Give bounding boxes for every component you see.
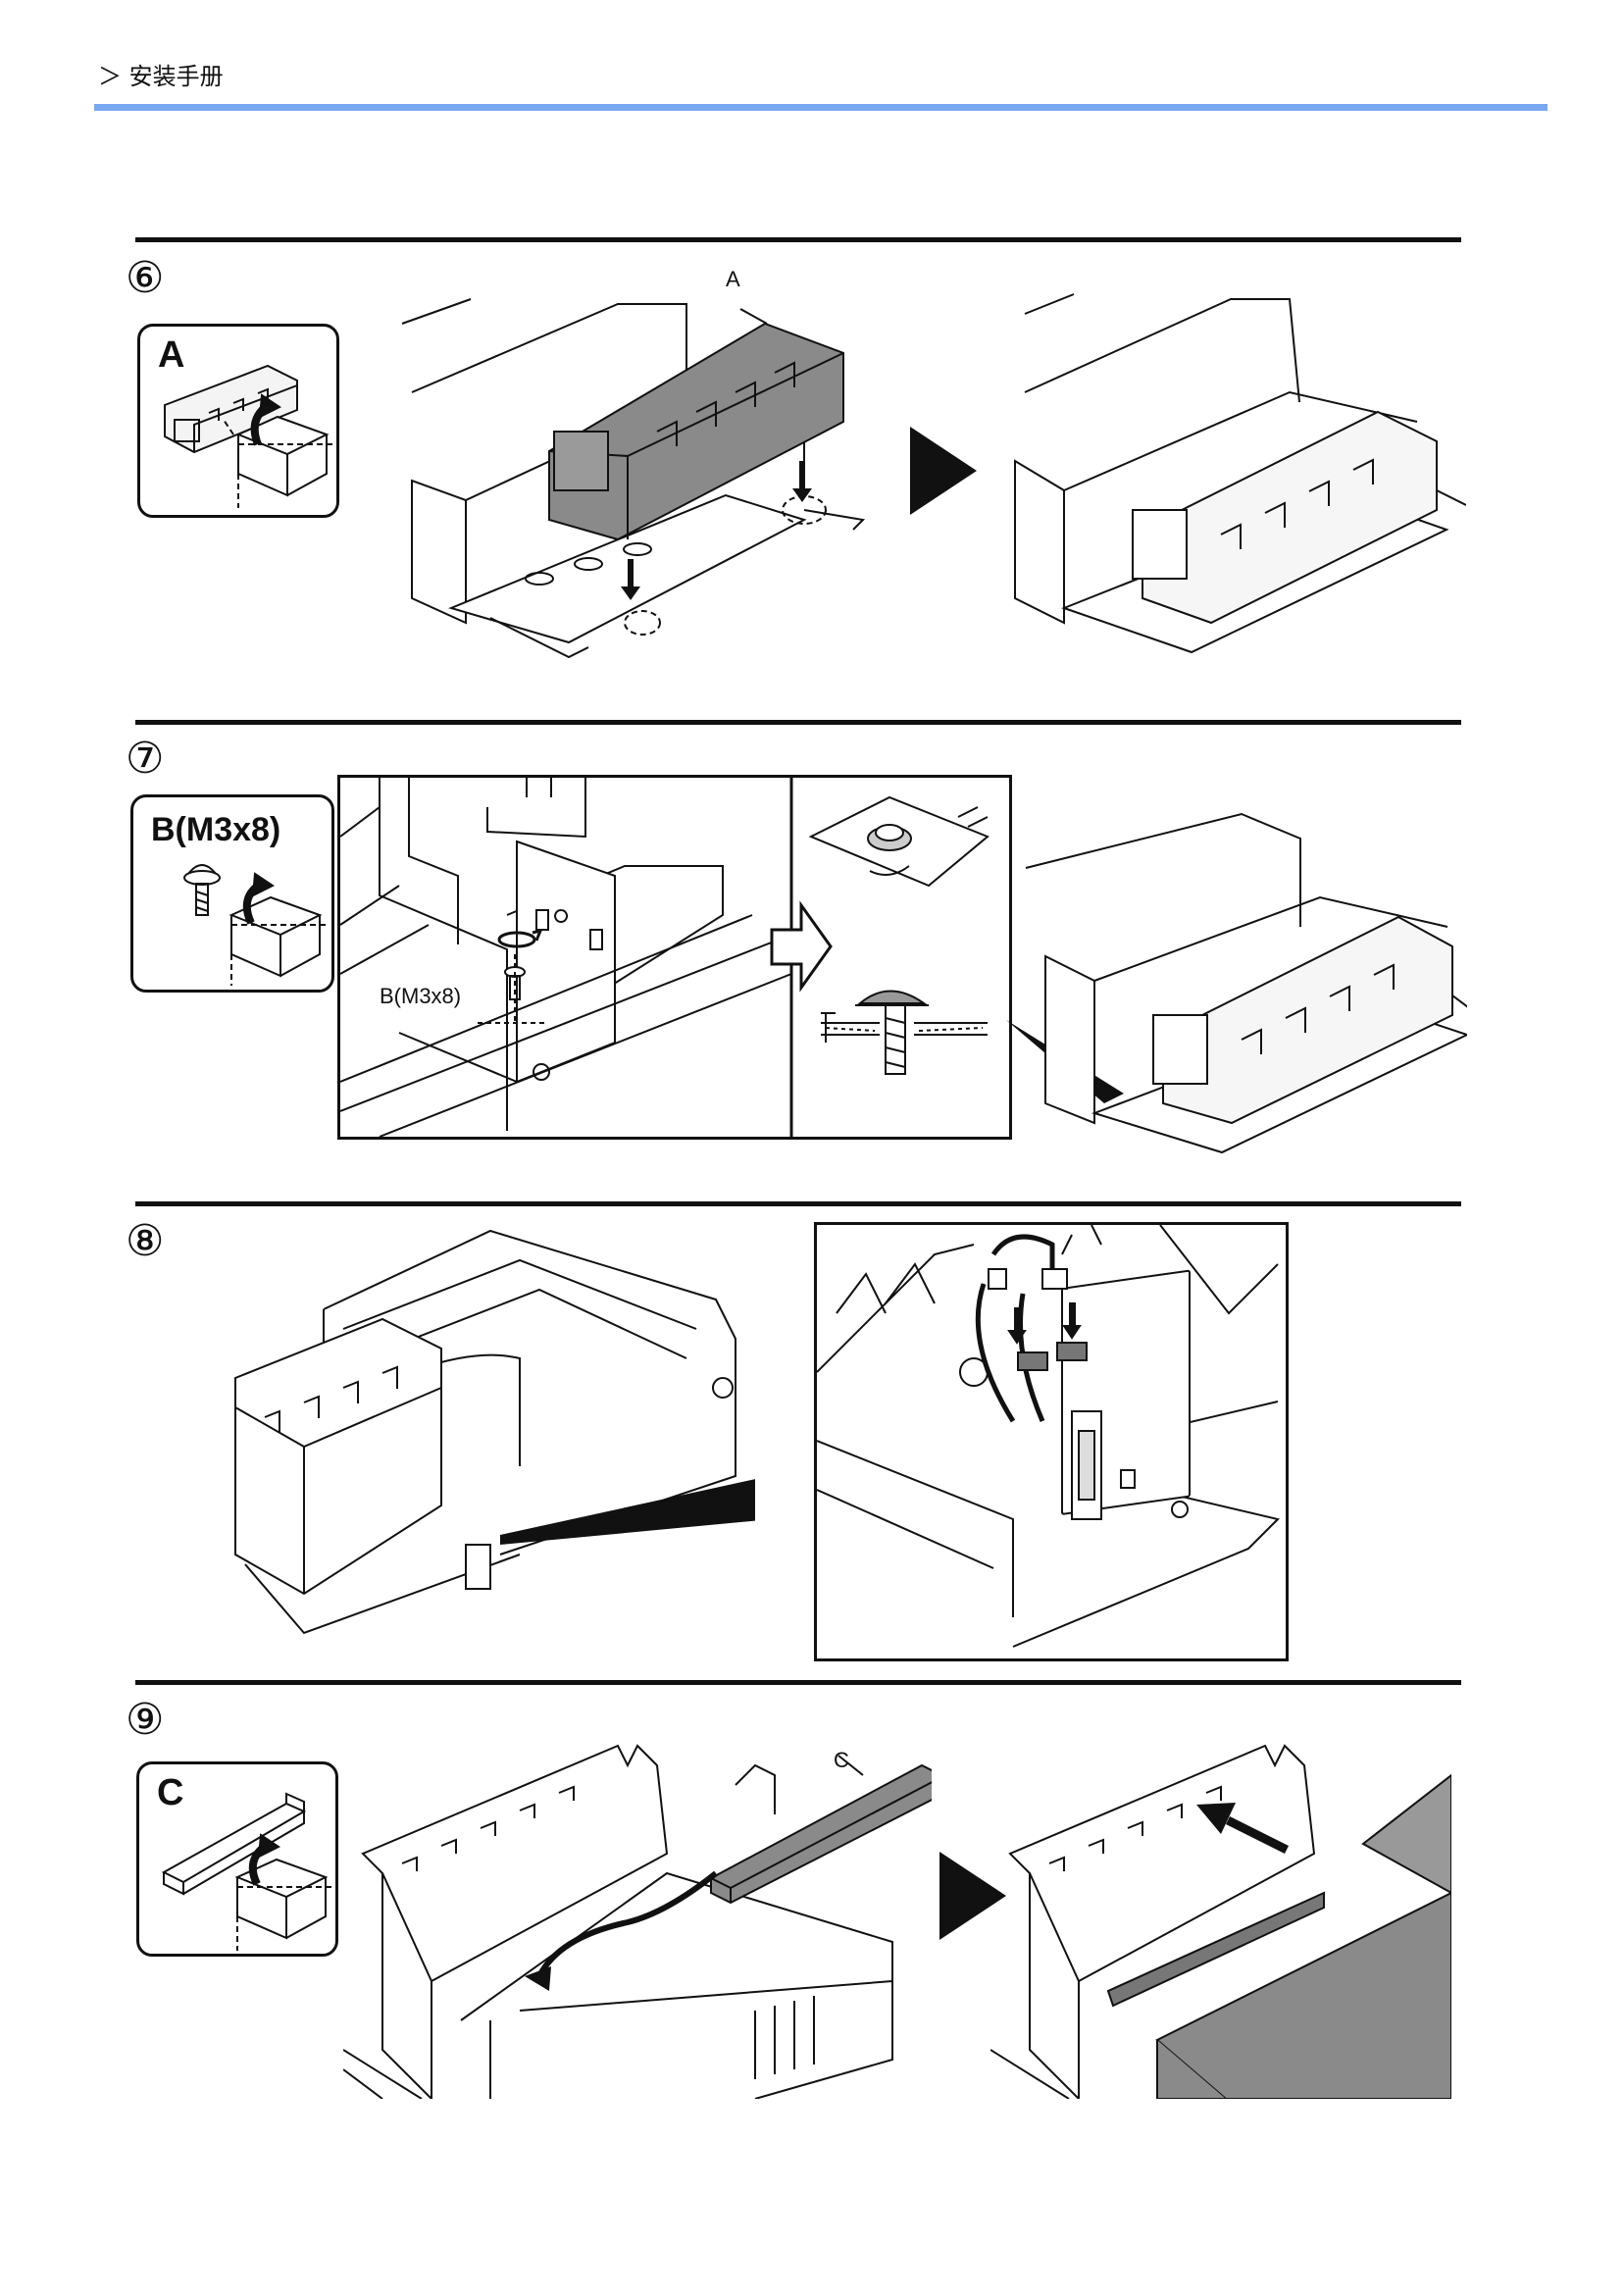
step-6-part-label: A — [158, 334, 185, 376]
document-header: ＞ 安装手册 — [98, 63, 224, 90]
step-7-result-figure — [1006, 812, 1467, 1154]
box-unpack-icon — [223, 393, 336, 508]
step-7-number: ⑦ — [126, 734, 165, 784]
step-6-rule — [135, 237, 1461, 242]
step-8-machine-figure — [234, 1229, 755, 1635]
insert-path-arrow — [536, 1870, 718, 1978]
push-arrow-icon — [1196, 1803, 1289, 1854]
step-9-part-box: C — [136, 1761, 338, 1957]
step-9-result-figure — [990, 1744, 1451, 2099]
step-9-number: ⑨ — [126, 1695, 165, 1745]
rotate-icon — [497, 928, 543, 948]
header-rule — [94, 104, 1548, 111]
hollow-arrow-icon — [770, 900, 833, 993]
step-7-callout-screw: B(M3x8) — [380, 984, 462, 1008]
step-8-rule — [135, 1201, 1461, 1206]
step-8-detail-panel — [814, 1222, 1289, 1661]
down-arrow-icons — [621, 461, 812, 600]
step-8-number: ⑧ — [126, 1216, 165, 1266]
step-6-number: ⑥ — [126, 253, 165, 303]
step-7-part-label: B(M3x8) — [151, 811, 281, 848]
arrow-right-icon — [910, 427, 977, 515]
step-6-install-figure — [401, 298, 866, 659]
box-unpack-icon — [228, 872, 330, 986]
step-6-callout-a: A — [726, 267, 740, 291]
step-6-part-box: A — [137, 324, 339, 518]
part-a-thumbnail — [164, 364, 336, 508]
box-unpack-icon — [234, 1833, 335, 1951]
component-a-highlight — [548, 308, 844, 541]
step-9-install-figure — [343, 1744, 932, 2099]
step-9-part-label: C — [157, 1772, 184, 1813]
screw-icon — [183, 864, 221, 916]
step-6-result-figure — [1014, 293, 1466, 654]
step-7-rule — [135, 720, 1461, 725]
step-7-part-box: B(M3x8) — [130, 794, 334, 993]
arrow-right-icon — [939, 1852, 1006, 1940]
step-7-detail-panel: B(M3x8) — [337, 775, 1012, 1140]
component-c-highlight — [710, 1755, 932, 1905]
step-9-rule — [135, 1680, 1461, 1685]
step-9-callout-c: C — [834, 1748, 849, 1772]
